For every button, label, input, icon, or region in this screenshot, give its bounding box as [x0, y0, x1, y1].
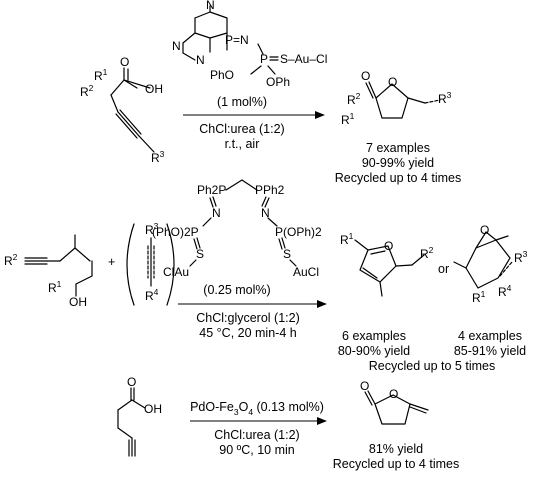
reaction-1-conditions: r.t., air: [225, 137, 260, 151]
cat1-s-au-cl: S–Au–Cl: [280, 52, 327, 66]
cat1-n-left: N: [172, 39, 181, 53]
lactone3-o-carbonyl: O: [360, 379, 369, 393]
reaction-3-recycled: Recycled up to 4 times: [333, 457, 459, 471]
reaction-2-recycled: Recycled up to 5 times: [369, 359, 495, 373]
reaction-1-examples: 7 examples: [366, 141, 430, 155]
cat2-ph2p: Ph2P: [197, 183, 226, 197]
bicycle-r1: R1: [472, 289, 486, 305]
product-methylene-lactone: O O: [360, 379, 429, 425]
r3-label: R3: [151, 149, 165, 165]
catalyst-1-loading: (1 mol%): [217, 95, 267, 109]
cat2-aucl: AuCl: [293, 265, 319, 279]
cat2-n-right: N: [261, 206, 270, 220]
reaction-2-conditions: 45 °C, 20 min-4 h: [199, 326, 296, 340]
product-oxabicycle: O R3 R1 R4: [453, 223, 528, 305]
cat1-pn: P=N: [225, 33, 249, 47]
substrate-alkynoic-acid: O OH R1 R2 R3: [80, 55, 165, 165]
bicycle-r3: R3: [514, 249, 528, 265]
cat2-n-left: N: [212, 206, 221, 220]
prod1-r3: R3: [438, 90, 452, 106]
substrate-pentynoic-acid: O OH: [117, 375, 162, 457]
cat2-s-right: S: [283, 247, 291, 261]
reaction-3-conditions: 90 ºC, 10 min: [219, 443, 294, 457]
r1-label: R1: [94, 67, 108, 83]
furan-r1: R1: [340, 231, 354, 247]
substrate-enynol: R2 R1 OH: [4, 234, 93, 309]
partner-r4: R4: [145, 287, 159, 303]
cat1-p: P: [260, 52, 268, 66]
lactone3-o-ring: O: [389, 387, 398, 401]
reaction-2-plus: +: [108, 255, 115, 269]
bicycle-r4: R4: [498, 283, 512, 299]
cat2-pph2: PPh2: [255, 183, 285, 197]
reaction-1-recycled: Recycled up to 4 times: [335, 171, 461, 185]
enynol-r2: R2: [4, 252, 18, 268]
enynol-oh: OH: [69, 295, 87, 309]
cat1-n-bottom: N: [196, 53, 205, 67]
reaction-2: R2 R1 OH + R3 R4 Ph2P PPh2 N N: [4, 179, 528, 373]
reaction-1-yield: 90-99% yield: [362, 156, 434, 170]
reaction-2-arrowhead: [317, 300, 327, 308]
reaction-3-solvent: ChCl:urea (1:2): [214, 428, 299, 442]
prod1-r1: R1: [341, 111, 355, 127]
prod1-o-ring: O: [388, 75, 397, 89]
catalyst-1-structure: N N N P=N P S–Au–Cl PhO OPh: [172, 0, 327, 89]
acid3-o: O: [127, 375, 136, 389]
reaction-3-yield: 81% yield: [369, 442, 423, 456]
reaction-2-solvent: ChCl:glycerol (1:2): [196, 311, 300, 325]
cat2-pho2p: (PhO)2P: [152, 225, 199, 239]
enynol-r1: R1: [48, 279, 62, 295]
reaction-2-right-examples: 4 examples: [458, 329, 522, 343]
reaction-1-solvent: ChCl:urea (1:2): [199, 122, 284, 136]
catalyst-3: PdO-Fe3O4 (0.13 mol%): [190, 400, 324, 417]
acid3-oh: OH: [144, 402, 162, 416]
cat1-pho: PhO: [210, 68, 234, 82]
bicycle-o: O: [480, 223, 489, 237]
catalyst-2-structure: Ph2P PPh2 N N (PhO)2P P(OPh)2 S S ClAu A…: [152, 179, 322, 279]
reaction-2-right-yield: 85-91% yield: [454, 344, 526, 358]
cat2-s-left: S: [196, 247, 204, 261]
catalyst-2-loading: (0.25 mol%): [203, 283, 270, 297]
furan-o: O: [384, 239, 393, 253]
product-lactone-1: O O R2 R1 R3: [341, 69, 452, 127]
hydroxyl-oh: OH: [145, 82, 163, 96]
cat2-poph2: P(OPh)2: [275, 225, 322, 239]
cat2-clau: ClAu: [163, 265, 189, 279]
r2-label: R2: [80, 83, 94, 99]
prod1-o-carbonyl: O: [361, 69, 370, 83]
carbonyl-o: O: [120, 55, 129, 69]
furan-r2: R2: [420, 245, 434, 261]
reaction-1: O OH R1 R2 R3 N N N P=N P S–Au–Cl: [80, 0, 461, 185]
reaction-3-arrowhead: [317, 417, 327, 425]
reaction-2-left-yield: 80-90% yield: [338, 344, 410, 358]
cat1-oph: OPh: [266, 75, 290, 89]
reaction-1-arrowhead: [315, 111, 325, 119]
reaction-3: O OH PdO-Fe3O4 (0.13 mol%) ChCl:urea (1:…: [117, 375, 459, 471]
reaction-2-left-examples: 6 examples: [342, 329, 406, 343]
cat1-n-top: N: [206, 0, 215, 12]
product-furan: O R1 R2: [340, 231, 434, 297]
prod1-r2: R2: [347, 91, 361, 107]
reaction-2-or: or: [438, 262, 449, 276]
